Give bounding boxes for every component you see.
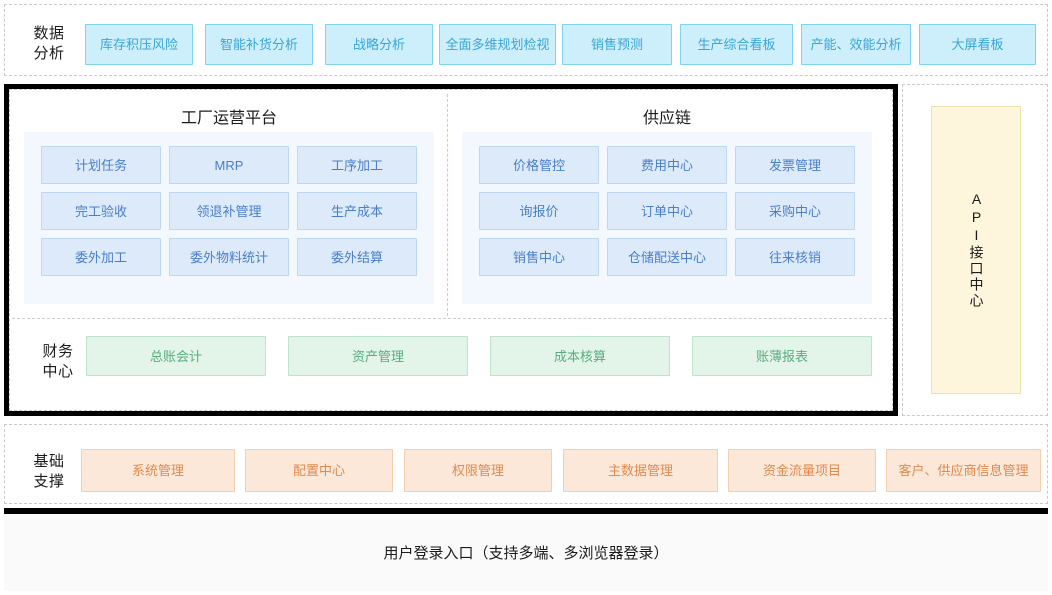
supply-module-5[interactable]: 订单中心 bbox=[607, 192, 727, 230]
finance-chip-4[interactable]: 账薄报表 bbox=[692, 336, 872, 376]
analytics-section: 数据 分析 库存积压风险智能补货分析战略分析全面多维规划检视销售预测生产综合看板… bbox=[4, 4, 1048, 76]
group-supply-chain-panel: 价格管控费用中心发票管理询报价订单中心采购中心销售中心仓储配送中心往来核销 bbox=[462, 132, 872, 304]
group-supply-chain-title: 供应链 bbox=[642, 110, 691, 127]
support-section-label: 基础 支撑 bbox=[33, 453, 65, 490]
group-factory-title: 工厂运营平台 bbox=[180, 110, 277, 127]
analytics-section-label: 数据 分析 bbox=[33, 25, 65, 62]
analytics-chip-4[interactable]: 全面多维规划检视 bbox=[439, 24, 556, 65]
finance-chip-2[interactable]: 资产管理 bbox=[288, 336, 468, 376]
support-chip-4[interactable]: 主数据管理 bbox=[563, 449, 718, 492]
login-entry-label: 用户登录入口（支持多端、多浏览器登录） bbox=[383, 545, 669, 562]
finance-chip-1[interactable]: 总账会计 bbox=[86, 336, 266, 376]
supply-module-9[interactable]: 往来核销 bbox=[735, 238, 855, 276]
finance-center-chip-list: 总账会计资产管理成本核算账薄报表 bbox=[86, 336, 886, 376]
support-chip-2[interactable]: 配置中心 bbox=[245, 449, 393, 492]
analytics-chip-2[interactable]: 智能补货分析 bbox=[205, 24, 313, 65]
supply-module-4[interactable]: 询报价 bbox=[479, 192, 599, 230]
api-section: API接口中心 bbox=[902, 84, 1048, 416]
finance-chip-3[interactable]: 成本核算 bbox=[490, 336, 670, 376]
api-interface-center-label: API接口中心 bbox=[968, 191, 985, 309]
factory-module-4[interactable]: 完工验收 bbox=[41, 192, 161, 230]
factory-module-3[interactable]: 工序加工 bbox=[297, 146, 417, 184]
login-entry-bar[interactable]: 用户登录入口（支持多端、多浏览器登录） bbox=[4, 508, 1048, 591]
group-supply-chain-module-grid: 价格管控费用中心发票管理询报价订单中心采购中心销售中心仓储配送中心往来核销 bbox=[479, 146, 855, 276]
group-supply-chain: 供应链 价格管控费用中心发票管理询报价订单中心采购中心销售中心仓储配送中心往来核… bbox=[452, 96, 882, 312]
supply-module-1[interactable]: 价格管控 bbox=[479, 146, 599, 184]
finance-horizontal-divider bbox=[12, 318, 892, 319]
supply-module-2[interactable]: 费用中心 bbox=[607, 146, 727, 184]
factory-module-2[interactable]: MRP bbox=[169, 146, 289, 184]
supply-module-6[interactable]: 采购中心 bbox=[735, 192, 855, 230]
support-chip-6[interactable]: 客户、供应商信息管理 bbox=[886, 449, 1041, 492]
factory-module-1[interactable]: 计划任务 bbox=[41, 146, 161, 184]
analytics-chip-1[interactable]: 库存积压风险 bbox=[85, 24, 193, 65]
support-chip-5[interactable]: 资金流量项目 bbox=[728, 449, 876, 492]
factory-module-7[interactable]: 委外加工 bbox=[41, 238, 161, 276]
api-interface-center-box[interactable]: API接口中心 bbox=[931, 106, 1021, 394]
supply-module-8[interactable]: 仓储配送中心 bbox=[607, 238, 727, 276]
factory-module-5[interactable]: 领退补管理 bbox=[169, 192, 289, 230]
analytics-chip-8[interactable]: 大屏看板 bbox=[919, 24, 1036, 65]
analytics-chip-7[interactable]: 产能、效能分析 bbox=[801, 24, 911, 65]
support-chip-1[interactable]: 系统管理 bbox=[81, 449, 235, 492]
analytics-chip-3[interactable]: 战略分析 bbox=[325, 24, 433, 65]
analytics-chip-6[interactable]: 生产综合看板 bbox=[680, 24, 793, 65]
factory-module-8[interactable]: 委外物料统计 bbox=[169, 238, 289, 276]
support-section: 基础 支撑 系统管理配置中心权限管理主数据管理资金流量项目客户、供应商信息管理 bbox=[4, 424, 1048, 504]
supply-module-7[interactable]: 销售中心 bbox=[479, 238, 599, 276]
supply-module-3[interactable]: 发票管理 bbox=[735, 146, 855, 184]
factory-module-9[interactable]: 委外结算 bbox=[297, 238, 417, 276]
factory-module-6[interactable]: 生产成本 bbox=[297, 192, 417, 230]
finance-center-label: 财务 中心 bbox=[42, 343, 74, 380]
analytics-chip-5[interactable]: 销售预测 bbox=[562, 24, 672, 65]
group-vertical-divider bbox=[447, 94, 448, 316]
support-chip-3[interactable]: 权限管理 bbox=[404, 449, 552, 492]
